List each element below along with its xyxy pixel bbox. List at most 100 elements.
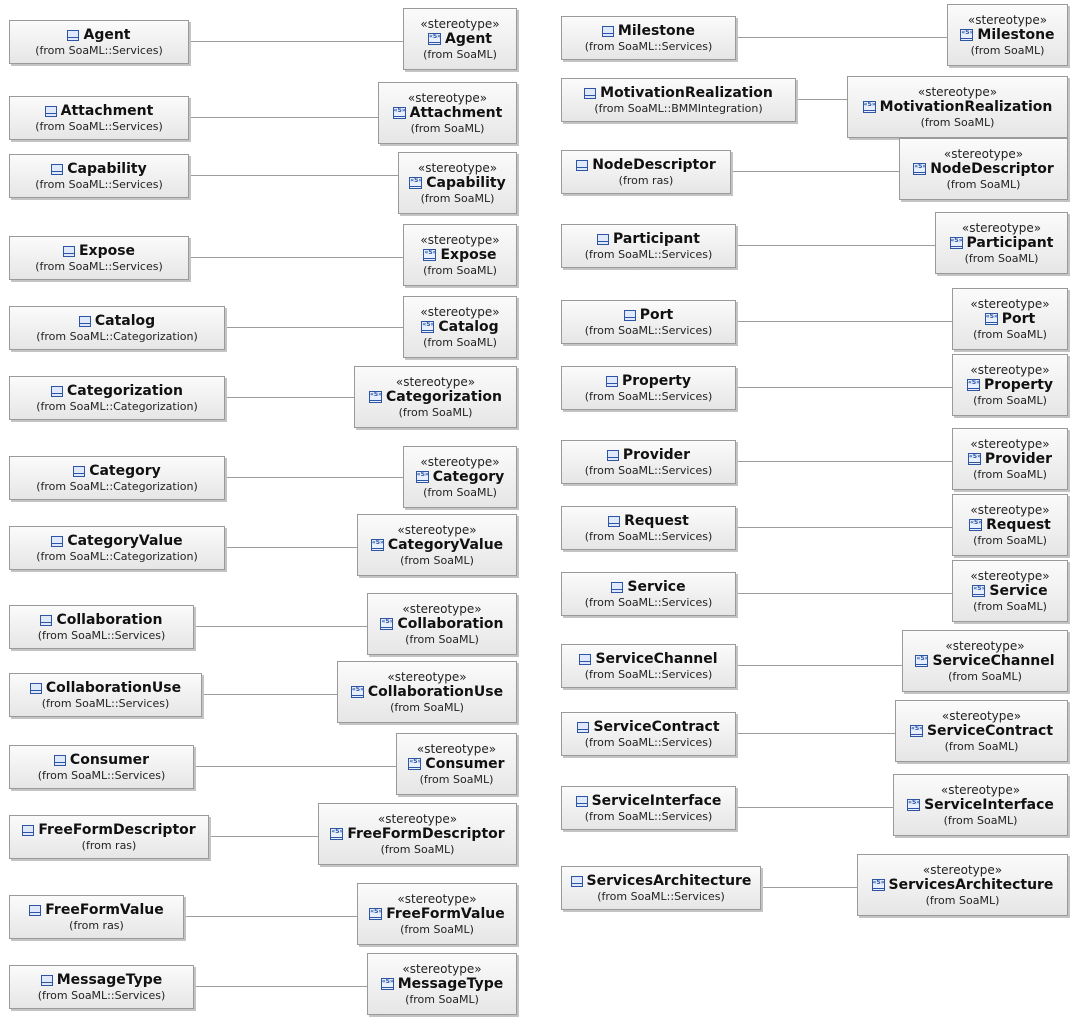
stereotype-name: «S»Agent	[427, 31, 492, 48]
class-milestone[interactable]: Milestone(from SoaML::Services)	[561, 16, 736, 60]
class-icon	[51, 535, 64, 547]
class-package: (from ras)	[81, 838, 137, 852]
stereotype-request[interactable]: «stereotype»«S»Request(from SoaML)	[952, 494, 1068, 556]
class-property[interactable]: Property(from SoaML::Services)	[561, 366, 736, 410]
class-consumer[interactable]: Consumer(from SoaML::Services)	[9, 745, 194, 789]
stereotype-motivation-realization[interactable]: «stereotype»«S»MotivationRealization(fro…	[847, 76, 1068, 138]
extension-connector-category	[225, 477, 403, 478]
class-package: (from ras)	[618, 173, 674, 187]
stereotype-package: (from SoaML)	[973, 533, 1047, 547]
stereotype-free-form-descriptor[interactable]: «stereotype»«S»FreeFormDescriptor(from S…	[318, 803, 517, 865]
stereotype-name-text: Consumer	[425, 755, 505, 772]
stereotype-collaboration[interactable]: «stereotype»«S»Collaboration(from SoaML)	[367, 593, 517, 655]
class-package: (from SoaML::Services)	[584, 247, 713, 261]
stereotype-category-value[interactable]: «stereotype»«S»CategoryValue(from SoaML)	[357, 514, 517, 576]
class-categorization[interactable]: Categorization(from SoaML::Categorizatio…	[9, 376, 225, 420]
class-participant[interactable]: Participant(from SoaML::Services)	[561, 224, 736, 268]
stereotype-node-descriptor[interactable]: «stereotype»«S»NodeDescriptor(from SoaML…	[899, 138, 1068, 200]
class-collaboration-use[interactable]: CollaborationUse(from SoaML::Services)	[9, 673, 202, 717]
class-motivation-realization[interactable]: MotivationRealization(from SoaML::BMMInt…	[561, 78, 796, 122]
stereotype-agent[interactable]: «stereotype»«S»Agent(from SoaML)	[403, 8, 517, 70]
class-name-text: ServiceChannel	[595, 650, 718, 667]
extension-connector-collaboration	[194, 626, 367, 627]
stereotype-attachment[interactable]: «stereotype»«S»Attachment(from SoaML)	[378, 82, 517, 144]
stereotype-consumer[interactable]: «stereotype»«S»Consumer(from SoaML)	[396, 733, 517, 795]
class-name-text: Attachment	[60, 102, 154, 119]
class-category-value[interactable]: CategoryValue(from SoaML::Categorization…	[9, 526, 225, 570]
class-name-text: Categorization	[67, 382, 183, 399]
stereotype-keyword: «stereotype»	[387, 669, 467, 684]
stereotype-service-interface[interactable]: «stereotype»«S»ServiceInterface(from Soa…	[893, 774, 1068, 836]
stereotype-name-text: Attachment	[409, 104, 503, 121]
stereotype-message-type[interactable]: «stereotype»«S»MessageType(from SoaML)	[367, 953, 517, 1015]
class-attachment[interactable]: Attachment(from SoaML::Services)	[9, 96, 189, 140]
stereotype-category[interactable]: «stereotype»«S»Category(from SoaML)	[403, 446, 517, 508]
stereotype-name-text: ServiceContract	[926, 722, 1054, 739]
stereotype-free-form-value[interactable]: «stereotype»«S»FreeFormValue(from SoaML)	[357, 883, 517, 945]
class-package: (from SoaML::Categorization)	[36, 399, 198, 413]
class-service-interface[interactable]: ServiceInterface(from SoaML::Services)	[561, 786, 736, 830]
stereotype-catalog[interactable]: «stereotype»«S»Catalog(from SoaML)	[403, 296, 517, 358]
stereotype-keyword: «stereotype»	[416, 741, 497, 756]
stereotype-name: «S»ServicesArchitecture	[871, 877, 1053, 894]
stereotype-name-text: FreeFormDescriptor	[347, 825, 505, 842]
class-package: (from SoaML::Services)	[584, 389, 713, 403]
stereotype-provider[interactable]: «stereotype»«S»Provider(from SoaML)	[952, 428, 1068, 490]
stereotype-name-text: FreeFormValue	[386, 905, 505, 922]
stereotype-property[interactable]: «stereotype»«S»Property(from SoaML)	[952, 354, 1068, 416]
class-package: (from SoaML::Services)	[584, 809, 713, 823]
class-message-type[interactable]: MessageType(from SoaML::Services)	[9, 965, 194, 1009]
class-free-form-descriptor[interactable]: FreeFormDescriptor(from ras)	[9, 815, 209, 859]
class-provider[interactable]: Provider(from SoaML::Services)	[561, 440, 736, 484]
stereotype-name-text: Catalog	[438, 318, 499, 335]
class-icon	[44, 105, 57, 117]
class-category[interactable]: Category(from SoaML::Categorization)	[9, 456, 225, 500]
stereotype-service-channel[interactable]: «stereotype»«S»ServiceChannel(from SoaML…	[902, 630, 1068, 692]
class-name: Agent	[67, 27, 131, 44]
stereotype-service[interactable]: «stereotype»«S»Service(from SoaML)	[952, 560, 1068, 622]
stereotype-name: «S»Port	[984, 311, 1035, 328]
class-agent[interactable]: Agent(from SoaML::Services)	[9, 20, 189, 64]
class-name-text: MessageType	[56, 971, 163, 988]
class-icon	[40, 614, 53, 626]
class-node-descriptor[interactable]: NodeDescriptor(from ras)	[561, 150, 731, 194]
stereotype-participant[interactable]: «stereotype»«S»Participant(from SoaML)	[935, 212, 1068, 274]
stereotype-icon: «S»	[966, 379, 980, 391]
stereotype-categorization[interactable]: «stereotype»«S»Categorization(from SoaML…	[354, 366, 517, 428]
stereotype-name-text: Request	[986, 516, 1051, 533]
class-services-architecture[interactable]: ServicesArchitecture(from SoaML::Service…	[561, 866, 761, 910]
extension-connector-message-type	[194, 986, 367, 987]
stereotype-icon: «S»	[907, 799, 920, 811]
class-icon	[597, 233, 610, 245]
class-port[interactable]: Port(from SoaML::Services)	[561, 300, 736, 344]
class-collaboration[interactable]: Collaboration(from SoaML::Services)	[9, 605, 194, 649]
stereotype-expose[interactable]: «stereotype»«S»Expose(from SoaML)	[403, 224, 517, 286]
class-free-form-value[interactable]: FreeFormValue(from ras)	[9, 895, 184, 939]
stereotype-milestone[interactable]: «stereotype»«S»Milestone(from SoaML)	[947, 4, 1068, 66]
stereotype-capability[interactable]: «stereotype»«S»Capability(from SoaML)	[398, 152, 517, 214]
class-service-contract[interactable]: ServiceContract(from SoaML::Services)	[561, 712, 736, 756]
class-catalog[interactable]: Catalog(from SoaML::Categorization)	[9, 306, 225, 350]
class-name: Port	[623, 307, 673, 324]
class-request[interactable]: Request(from SoaML::Services)	[561, 506, 736, 550]
stereotype-icon: «S»	[915, 655, 929, 667]
class-name-text: CollaborationUse	[45, 679, 182, 696]
class-expose[interactable]: Expose(from SoaML::Services)	[9, 236, 189, 280]
class-name: Provider	[606, 447, 690, 464]
stereotype-package: (from SoaML)	[944, 739, 1019, 753]
stereotype-port[interactable]: «stereotype»«S»Port(from SoaML)	[952, 288, 1068, 350]
stereotype-collaboration-use[interactable]: «stereotype»«S»CollaborationUse(from Soa…	[337, 661, 517, 723]
class-name: NodeDescriptor	[576, 157, 716, 174]
class-capability[interactable]: Capability(from SoaML::Services)	[9, 154, 189, 198]
stereotype-service-contract[interactable]: «stereotype»«S»ServiceContract(from SoaM…	[895, 700, 1068, 762]
stereotype-package: (from SoaML)	[405, 992, 479, 1006]
class-name-text: MotivationRealization	[600, 84, 773, 101]
class-name: Collaboration	[40, 612, 163, 629]
stereotype-services-architecture[interactable]: «stereotype»«S»ServicesArchitecture(from…	[857, 854, 1068, 916]
stereotype-keyword: «stereotype»	[970, 568, 1050, 583]
extension-connector-services-architecture	[761, 887, 857, 888]
class-service[interactable]: Service(from SoaML::Services)	[561, 572, 736, 616]
extension-connector-port	[736, 321, 952, 322]
class-service-channel[interactable]: ServiceChannel(from SoaML::Services)	[561, 644, 736, 688]
stereotype-package: (from SoaML)	[398, 405, 473, 419]
